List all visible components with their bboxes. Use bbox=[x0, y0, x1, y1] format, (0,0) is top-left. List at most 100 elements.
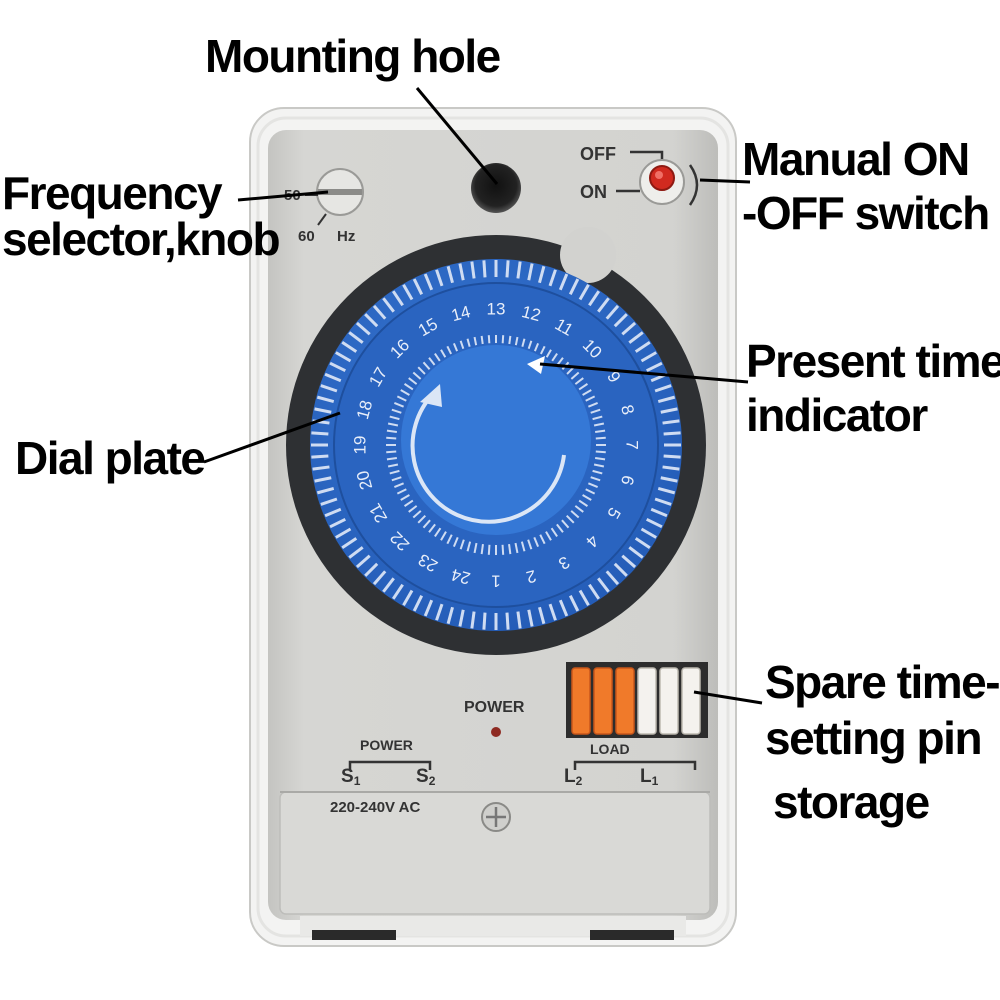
dial-tooth bbox=[320, 497, 338, 506]
dial-tooth bbox=[505, 612, 510, 630]
label-mounting-hole: Mounting hole bbox=[205, 30, 501, 82]
dial-tooth bbox=[391, 290, 404, 307]
dial-tooth bbox=[314, 407, 332, 414]
dial-tooth bbox=[538, 606, 546, 625]
dial-segment-tick bbox=[533, 342, 540, 353]
dial-segment-tick bbox=[590, 476, 601, 482]
dial-tooth bbox=[412, 595, 424, 612]
dial-segment-tick bbox=[592, 469, 603, 475]
dial-segment-tick bbox=[391, 408, 402, 414]
dial-tooth bbox=[628, 331, 644, 344]
dial-tooth bbox=[348, 331, 364, 344]
dial-segment-tick bbox=[412, 510, 422, 519]
dial-segment-tick bbox=[588, 401, 599, 408]
dial-tooth bbox=[662, 419, 680, 425]
label-spare-line2: setting pin bbox=[765, 712, 983, 764]
dial-tooth bbox=[320, 384, 338, 393]
dial-segment-tick bbox=[578, 383, 589, 391]
dial-segment-tick bbox=[387, 422, 399, 427]
dial-tooth bbox=[402, 589, 414, 606]
dial-tooth bbox=[578, 284, 590, 301]
dial-segment-tick bbox=[487, 544, 491, 555]
dial-tooth bbox=[578, 589, 590, 606]
spare-pin-orange[interactable] bbox=[615, 667, 635, 735]
dial-tooth bbox=[527, 263, 534, 281]
dial-tooth bbox=[663, 431, 681, 436]
dial-tooth bbox=[372, 570, 387, 586]
dial-segment-tick bbox=[403, 383, 414, 391]
dial-tooth bbox=[558, 599, 569, 617]
dial-tooth bbox=[558, 273, 569, 291]
dial-tooth bbox=[605, 304, 620, 320]
dial-segment-tick bbox=[539, 345, 546, 356]
dial-segment-tick bbox=[561, 519, 570, 529]
dial-tooth bbox=[382, 297, 395, 313]
label-frequency-line1: Frequency bbox=[2, 167, 223, 219]
dial-segment-tick bbox=[550, 352, 558, 363]
label-present-line2: indicator bbox=[746, 389, 928, 441]
label-dial-plate: Dial plate bbox=[15, 432, 206, 484]
dial-segment-tick bbox=[408, 377, 418, 385]
dial-segment-tick bbox=[403, 499, 414, 507]
freq-60-tick bbox=[317, 213, 327, 226]
dial-tooth bbox=[657, 395, 676, 403]
spare-pin-white[interactable] bbox=[659, 667, 679, 735]
dial-segment-tick bbox=[393, 482, 404, 489]
dial-segment-tick bbox=[389, 415, 400, 421]
label-spare-line3: storage bbox=[773, 776, 930, 828]
dial-segment-tick bbox=[570, 510, 580, 519]
dial-segment-tick bbox=[459, 539, 465, 550]
dial-segment-tick bbox=[434, 527, 442, 538]
switch-off-label: OFF bbox=[580, 144, 616, 164]
dial-tooth bbox=[314, 476, 332, 483]
freq-unit-label: Hz bbox=[337, 228, 355, 245]
dial-segment-tick bbox=[480, 544, 484, 555]
dial-segment-tick bbox=[428, 357, 436, 367]
dial-segment-tick bbox=[514, 542, 519, 554]
dial-segment-tick bbox=[422, 361, 431, 371]
dial-tooth bbox=[613, 562, 628, 577]
dial-segment-tick bbox=[400, 494, 410, 501]
dial-tooth bbox=[548, 603, 557, 621]
dial-tooth bbox=[660, 407, 678, 414]
dial-segment-tick bbox=[387, 463, 399, 468]
label-manual-switch: Manual ON-OFF switch bbox=[742, 132, 990, 240]
dial-tooth bbox=[646, 517, 663, 529]
bottom-base bbox=[300, 916, 686, 936]
leader-frequency bbox=[237, 190, 329, 202]
dial-tooth bbox=[446, 606, 454, 625]
manual-switch[interactable] bbox=[639, 159, 685, 205]
cover-screw-icon[interactable] bbox=[481, 802, 511, 832]
dial-tooth bbox=[657, 487, 676, 495]
spare-pin-orange[interactable] bbox=[571, 667, 591, 735]
dial-tooth bbox=[568, 595, 580, 612]
dial-tooth bbox=[412, 278, 424, 295]
spare-pin-white[interactable] bbox=[637, 667, 657, 735]
base-clip-left bbox=[312, 930, 396, 940]
dial-segment-tick bbox=[396, 488, 407, 495]
power-indicator-led bbox=[491, 727, 501, 737]
dial-tooth bbox=[516, 611, 522, 629]
dial-tooth bbox=[597, 297, 610, 313]
dial-segment-tick bbox=[590, 408, 601, 414]
dial-segment-tick bbox=[550, 527, 558, 538]
dial-segment-tick bbox=[408, 505, 418, 513]
dial-tooth bbox=[660, 476, 678, 483]
dial-segment-tick bbox=[440, 531, 447, 541]
dial-segment-tick bbox=[417, 366, 426, 375]
switch-rotation-arc bbox=[688, 164, 699, 206]
dial-tooth bbox=[348, 546, 364, 559]
dial-segment-tick bbox=[533, 537, 540, 548]
dial-tooth bbox=[335, 351, 352, 363]
dial-hour-number: 20 bbox=[353, 469, 376, 492]
dial-hour-number: 13 bbox=[487, 300, 506, 319]
spare-pin-orange[interactable] bbox=[593, 667, 613, 735]
dial-tooth bbox=[324, 372, 342, 383]
spare-pin-white[interactable] bbox=[681, 667, 701, 735]
dial-tooth bbox=[482, 612, 487, 630]
switch-red-button[interactable] bbox=[649, 165, 675, 191]
voltage-label: 220-240V AC bbox=[330, 799, 420, 816]
terminal-l2: L2 bbox=[564, 766, 583, 788]
